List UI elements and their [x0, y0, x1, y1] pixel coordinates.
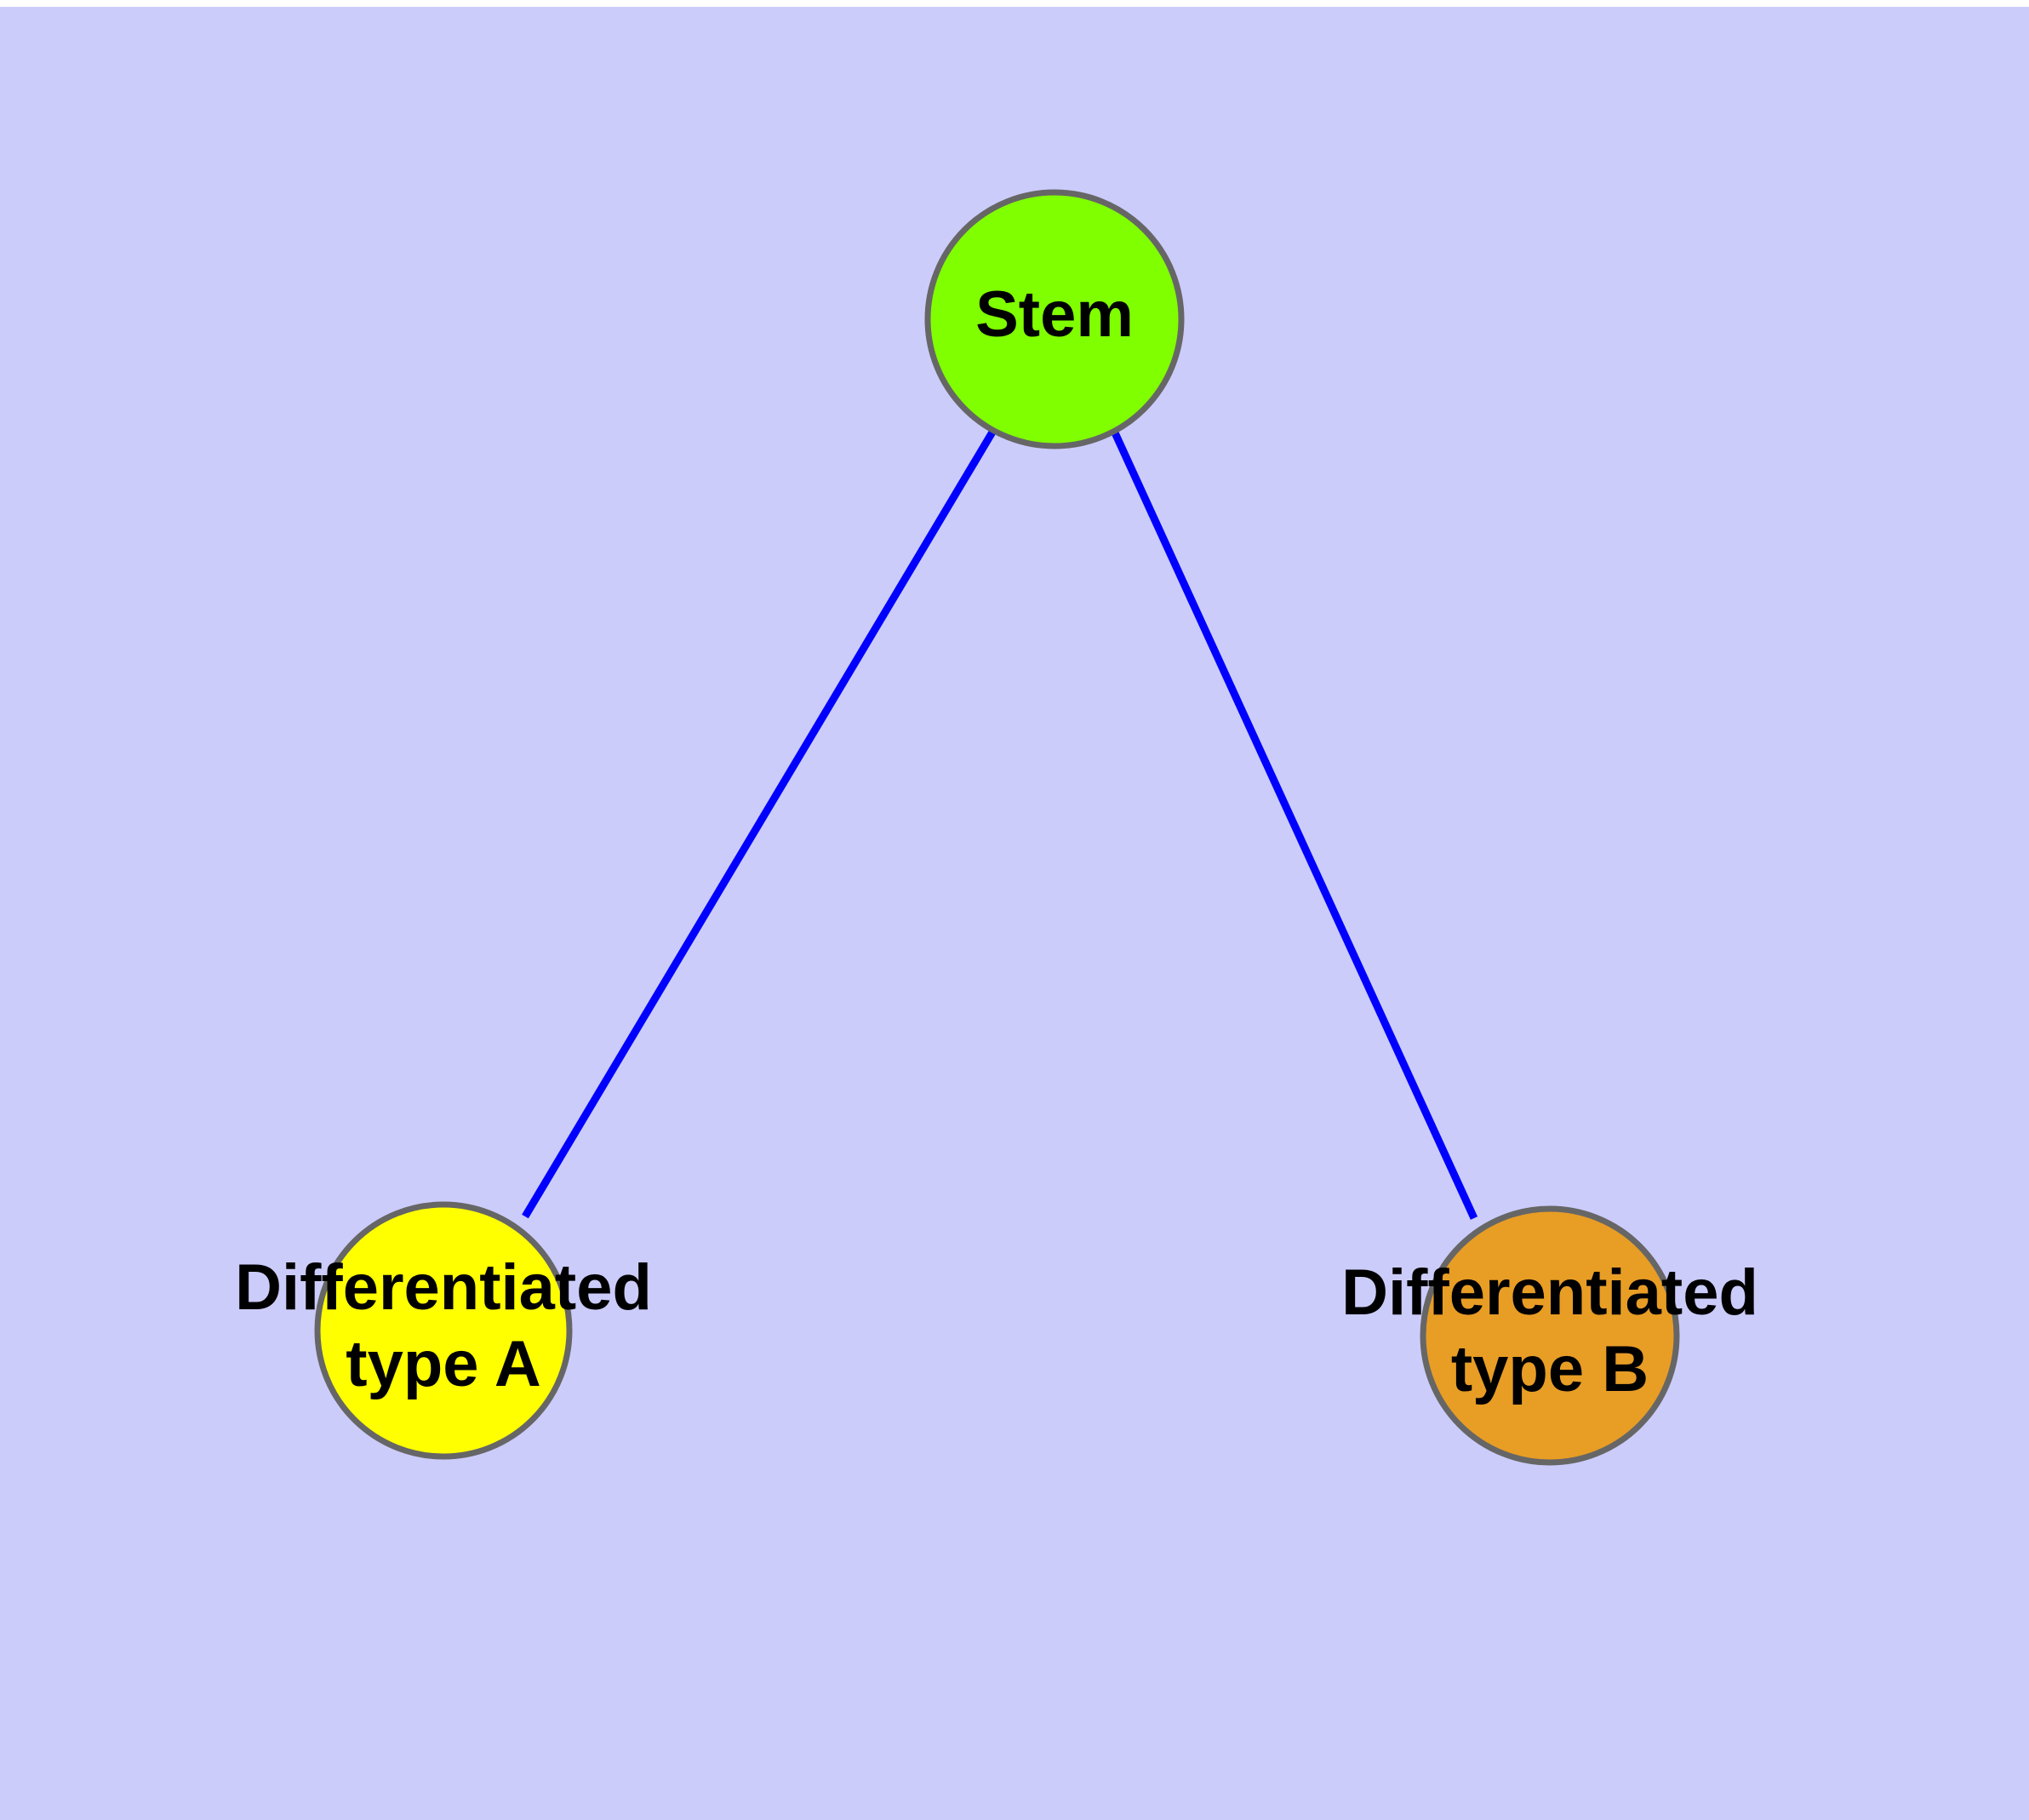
node-circle-diff_b[interactable] — [1420, 1205, 1680, 1466]
node-label-line: type B — [1451, 1333, 1649, 1405]
node-label-line: Differentiated — [1341, 1256, 1758, 1329]
node-label-line: Differentiated — [235, 1251, 652, 1324]
edge-layer — [522, 427, 1478, 1220]
graph-edge[interactable] — [1109, 427, 1478, 1220]
graph-node-stem[interactable]: Stem — [924, 189, 1185, 449]
node-circle-stem[interactable] — [924, 189, 1185, 449]
graph-edge[interactable] — [522, 428, 997, 1219]
node-label-line: Stem — [975, 278, 1134, 351]
node-label-line: type A — [346, 1328, 540, 1400]
node-circle-diff_a[interactable] — [314, 1201, 573, 1460]
node-label-stem: Stem — [975, 278, 1134, 351]
